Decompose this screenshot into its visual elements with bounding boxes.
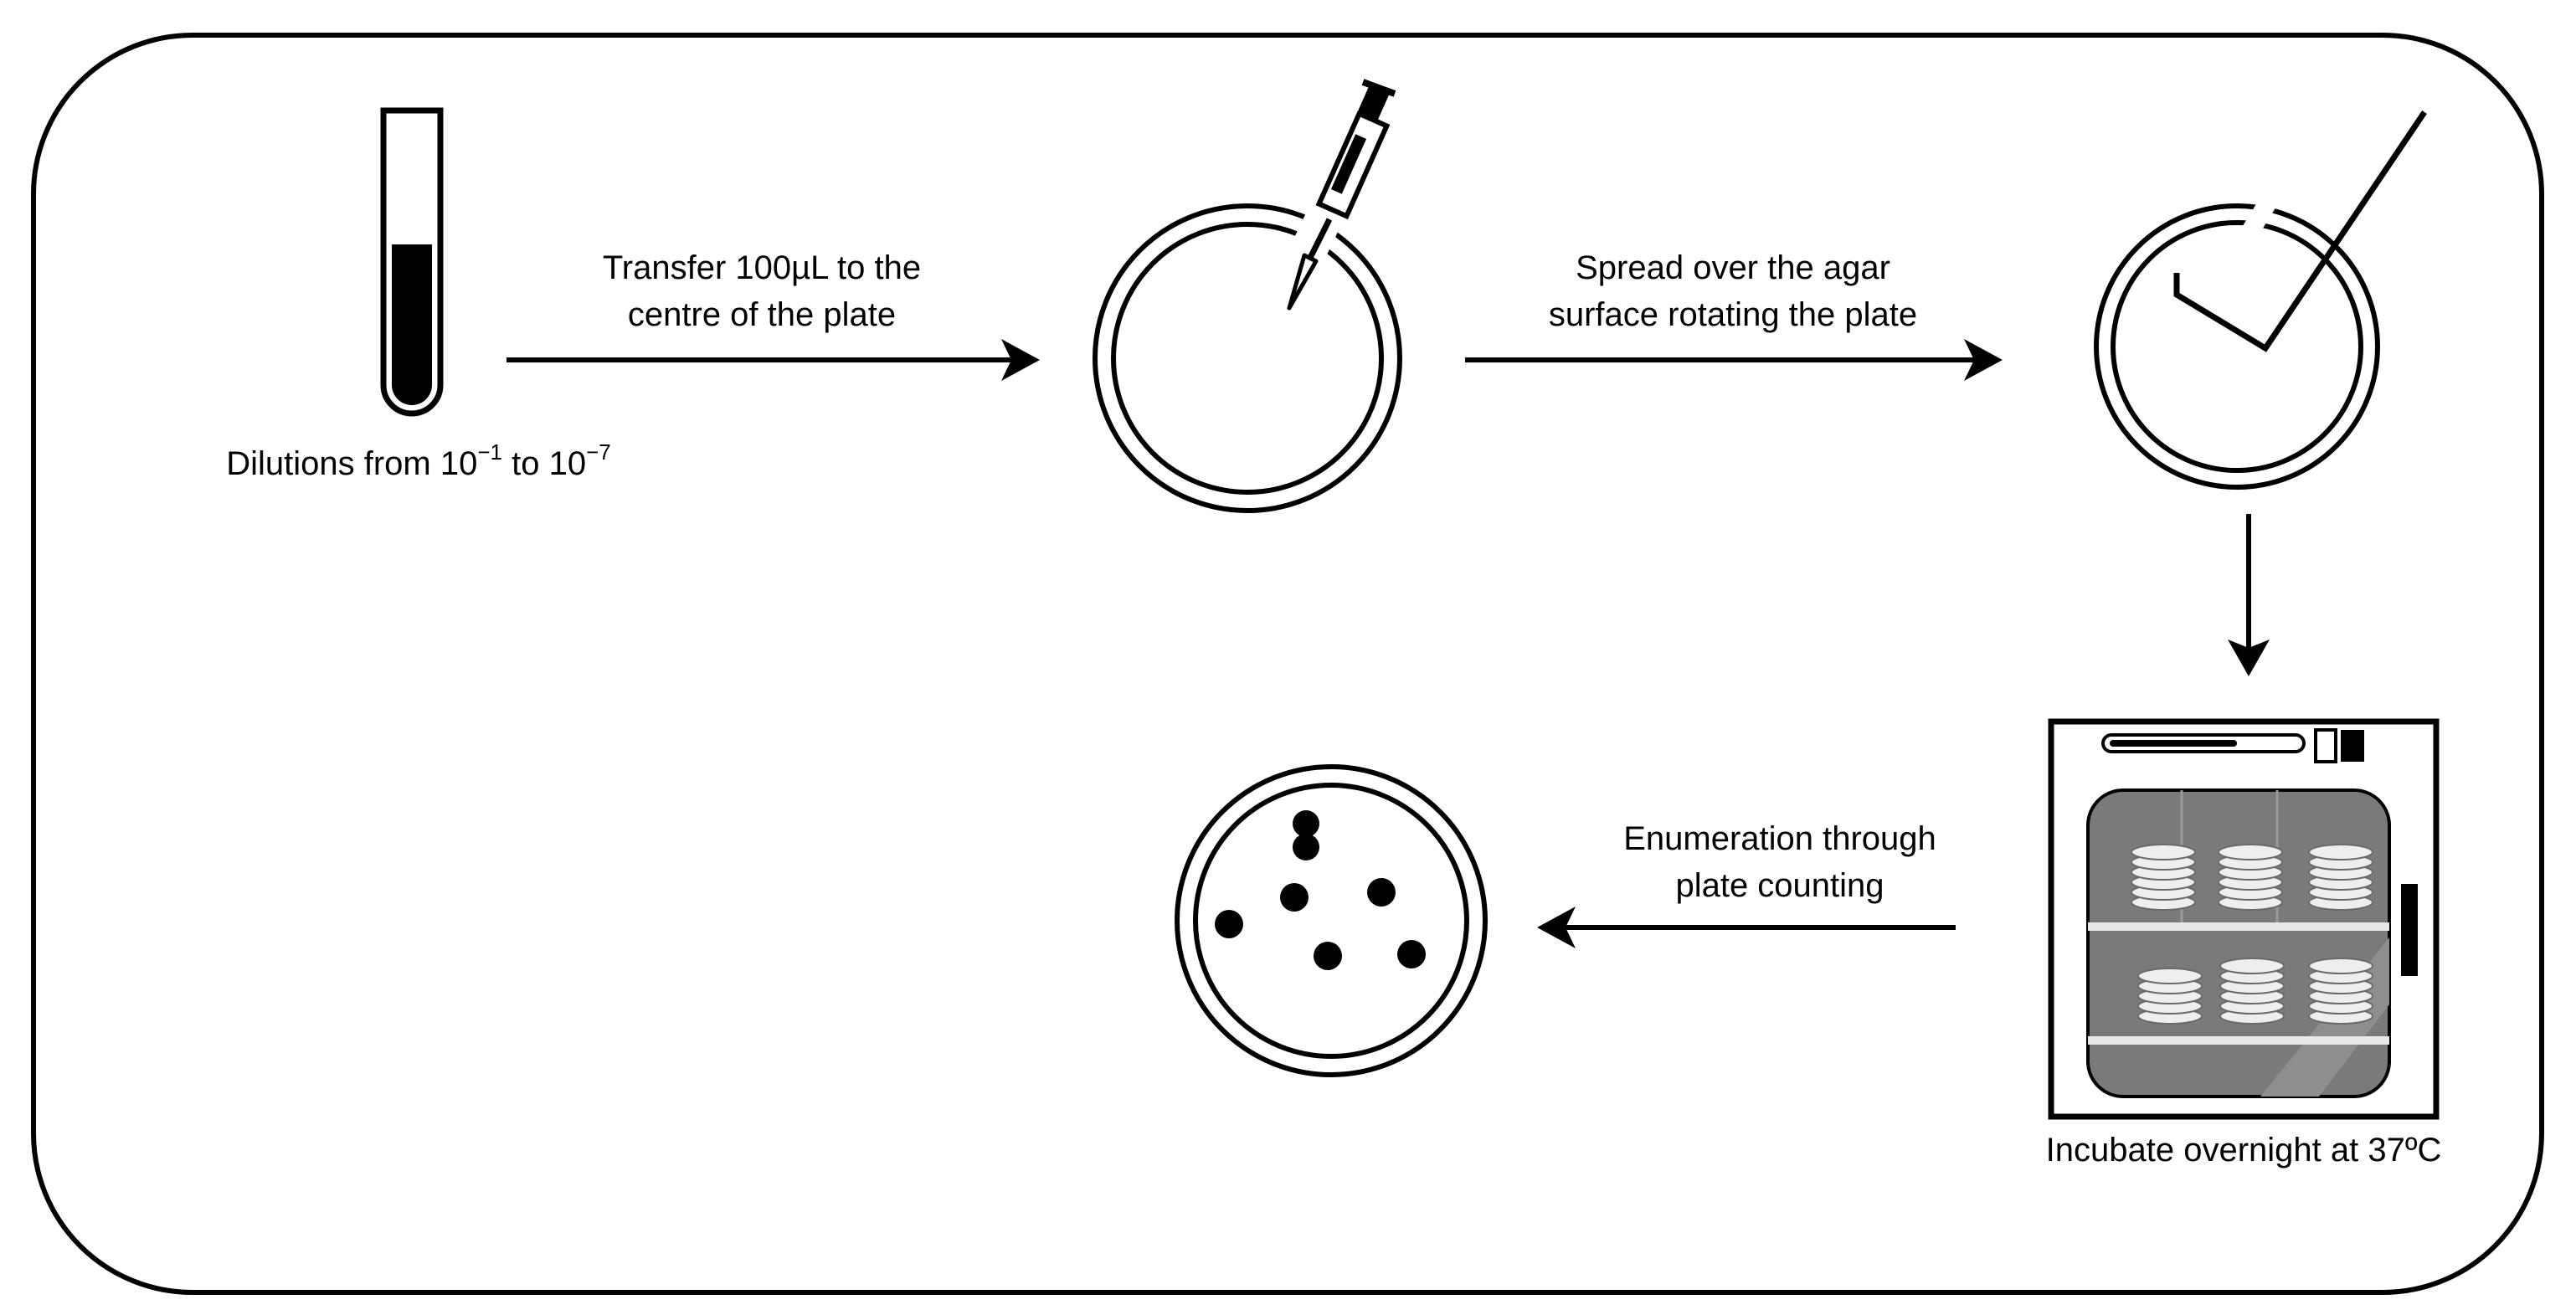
colony (1397, 940, 1426, 968)
incubator-plate-stacks (2131, 844, 2373, 1025)
transfer-label: Transfer 100µL to the centre of the plat… (527, 244, 996, 338)
plate-stack-icon (2308, 844, 2373, 911)
enumeration-label: Enumeration through plate counting (1554, 815, 2006, 909)
colony (1367, 878, 1396, 907)
colony (1215, 910, 1243, 938)
colony (1293, 834, 1319, 860)
petri-dish-with-colonies (1175, 764, 1488, 1077)
test-tube-icon (380, 107, 444, 417)
incubator-icon (2048, 718, 2440, 1120)
arrow-left (1537, 907, 1956, 948)
transfer-label-line1: Transfer 100µL to the (602, 249, 922, 286)
arrow-right-1 (506, 339, 1040, 381)
arrow-right-2 (1465, 339, 2003, 381)
spread-label-line2: surface rotating the plate (1548, 296, 1918, 333)
tube-label: Dilutions from 10−1 to 10−7 (226, 439, 611, 482)
plate-stack-icon (2131, 844, 2196, 911)
petri-dish-with-spreader (2094, 110, 2427, 490)
plate-stack-icon (2137, 968, 2203, 1025)
colony (1280, 883, 1309, 912)
colony (1314, 942, 1342, 970)
petri-dish-with-pipette (1093, 79, 1402, 513)
pipette-icon (1287, 79, 1396, 311)
colony (1293, 810, 1319, 837)
plate-stack-icon (2219, 958, 2285, 1025)
outer-frame (31, 33, 2544, 1295)
incubate-label: Incubate overnight at 37ºC (2045, 1132, 2442, 1169)
plate-stack-icon (2308, 958, 2373, 1025)
enumeration-label-line1: Enumeration through (1623, 820, 1936, 857)
spread-label: Spread over the agar surface rotating th… (1482, 244, 1984, 338)
plate-stack-icon (2218, 844, 2283, 911)
transfer-label-line2: centre of the plate (627, 296, 897, 333)
spread-label-line1: Spread over the agar (1576, 249, 1890, 286)
arrow-down (2228, 514, 2270, 676)
enumeration-label-line2: plate counting (1675, 867, 1884, 904)
spreader-icon (2173, 110, 2427, 352)
